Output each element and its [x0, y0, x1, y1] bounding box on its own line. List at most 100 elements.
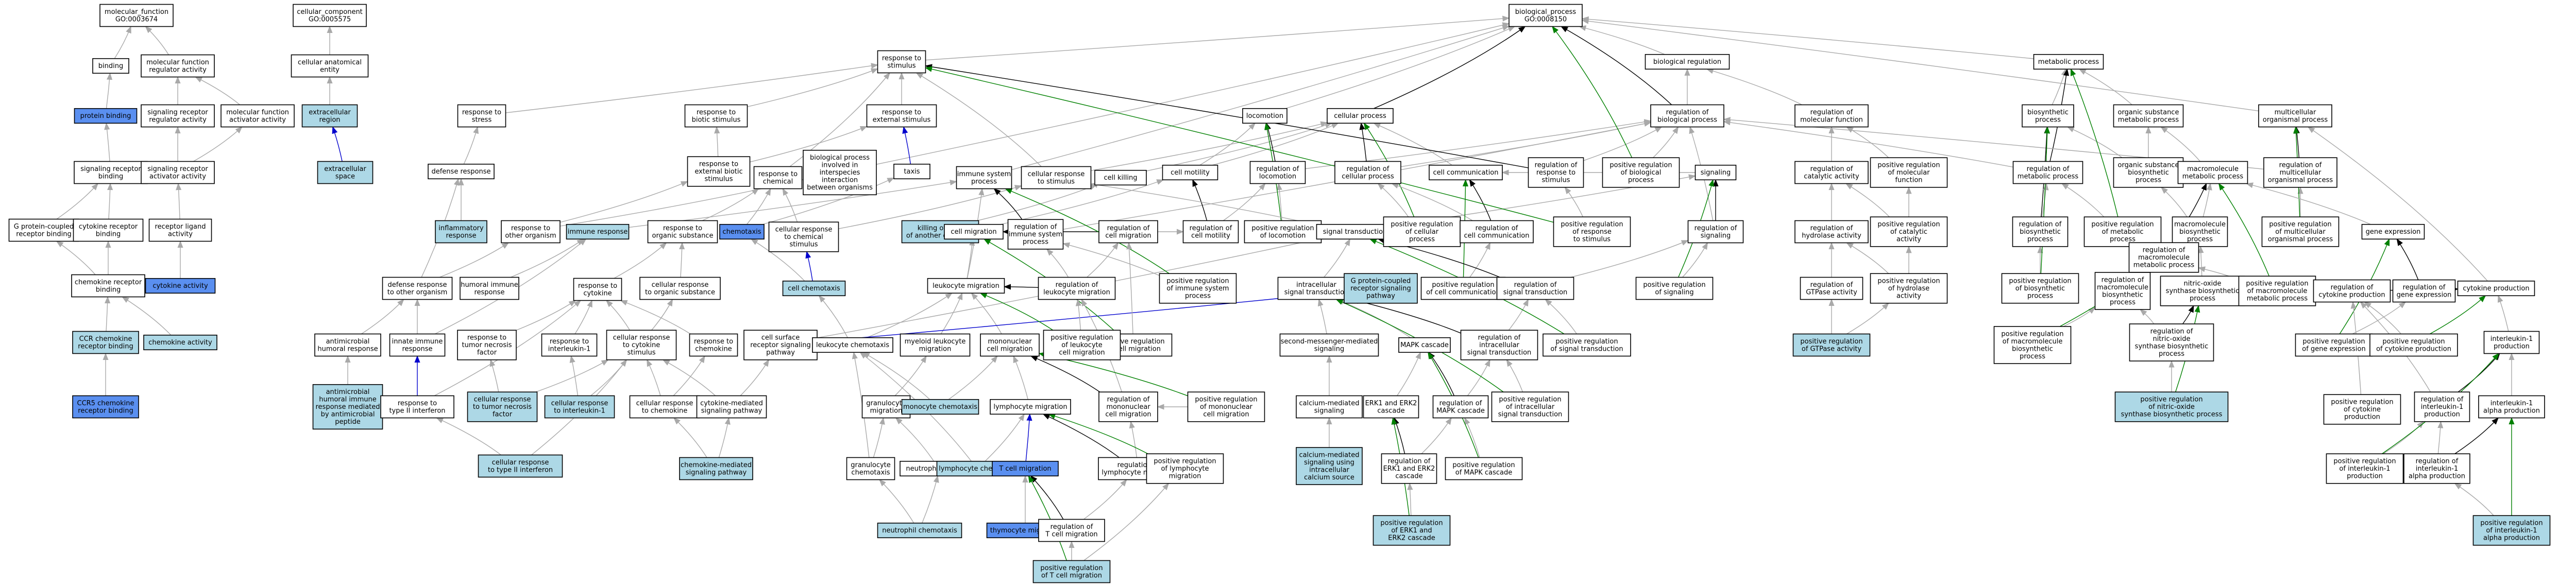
go-term-label: of gene expression [2302, 345, 2365, 353]
go-term-label: binding [98, 173, 123, 180]
go-term-node: chemotaxis [719, 223, 765, 240]
relation-edge [590, 359, 628, 397]
go-term-label: positive regulation [1050, 334, 1113, 342]
go-term-box [1460, 220, 1534, 244]
go-term-label: regulation of [1535, 162, 1578, 169]
go-term-box [74, 108, 138, 124]
go-term-label: response to [462, 109, 501, 116]
relation-edge [916, 72, 1042, 167]
go-term-label: of signaling [1655, 288, 1693, 296]
relation-edge [1428, 352, 1455, 396]
go-term-box [1553, 216, 1631, 247]
go-term-box [1159, 273, 1237, 304]
go-term-node: chemokine activity [143, 334, 217, 351]
go-term-box [1509, 4, 1583, 27]
go-term-box [1316, 223, 1394, 240]
go-term-label: positive regulation [2140, 396, 2202, 404]
go-term-label: metabolic process [2133, 262, 2195, 269]
go-term-box [1296, 395, 1363, 419]
go-term-label: signaling [1314, 407, 1345, 415]
go-term-box [753, 166, 803, 190]
relation-edge [56, 183, 98, 220]
relation-edge [1467, 359, 1490, 396]
go-term-label: process [971, 178, 997, 185]
go-term-label: pathway [1366, 292, 1395, 300]
go-term-label: cellular process [1342, 173, 1394, 180]
go-term-label: metabolic process [2038, 58, 2099, 66]
go-term-box [1491, 391, 1569, 422]
go-term-label: of response [1572, 228, 1612, 236]
go-term-label: of macromolecule [2003, 338, 2063, 346]
go-term-box [2012, 161, 2083, 184]
relation-edge [702, 188, 759, 221]
go-term-label: cell migration [1059, 349, 1105, 357]
relation-edge [979, 292, 1054, 331]
go-term-box [719, 223, 765, 240]
relation-edge [1028, 475, 1067, 561]
go-term-label: factor [477, 349, 497, 357]
go-term-label: regulation of [1107, 225, 1150, 232]
go-term-label: response to [697, 109, 736, 116]
go-term-label: positive regulation [1499, 396, 1561, 404]
go-term-label: signaling receptor [80, 165, 141, 173]
go-term-label: receptor binding [78, 407, 133, 415]
go-term-label: alpha production [2409, 473, 2465, 480]
go-term-box [72, 395, 139, 419]
go-term-label: chemotaxis [722, 228, 761, 236]
go-term-box [1794, 220, 1869, 244]
go-term-label: regulator activity [149, 116, 207, 124]
go-term-label: regulation of [1014, 223, 1057, 231]
go-term-label: positive regulation [2333, 458, 2396, 466]
relation-edge [107, 183, 113, 219]
relation-edge [1030, 475, 1064, 520]
relation-edge [718, 417, 731, 458]
relation-edge [925, 15, 1510, 61]
go-term-label: ERK1 and ERK2 [1383, 465, 1435, 473]
go-term-label: taxis [904, 168, 920, 176]
go-term-box [314, 333, 381, 357]
relation-edge [2497, 295, 2509, 332]
go-term-label: granulocyte [851, 461, 891, 469]
go-term-label: humoral response [317, 345, 378, 353]
relation-edge [985, 414, 1025, 462]
go-term-box [2172, 216, 2228, 247]
go-term-label: granulocyte [866, 400, 906, 407]
go-term-label: of cytokine production [2376, 345, 2451, 353]
go-term-label: response to [699, 161, 738, 168]
go-term-node: neutrophil chemotaxis [877, 522, 962, 539]
go-term-label: biological regulation [1653, 58, 1721, 66]
go-term-node: leukocyte migration [927, 278, 1005, 294]
relation-edge [176, 183, 182, 219]
go-term-box [92, 58, 129, 74]
go-term-box [1327, 108, 1394, 124]
go-term-box [901, 399, 979, 415]
go-term-label: organismal process [2268, 236, 2333, 244]
go-term-label: of metabolic [2102, 228, 2144, 236]
relation-edge [838, 185, 1022, 229]
go-term-box [1383, 216, 1461, 247]
relation-edge [569, 355, 579, 396]
go-term-label: to stimulus [1573, 236, 1611, 244]
relation-edge [1351, 298, 1461, 334]
go-term-label: cellular response [652, 281, 709, 289]
relation-edge [2202, 183, 2212, 217]
go-term-box [1528, 157, 1584, 188]
go-term-label: of cell communication [1426, 288, 1500, 296]
go-term-label: second-messenger-mediated [1281, 338, 1378, 346]
relation-edge [2364, 301, 2401, 334]
go-term-label: synthase biosynthetic [2166, 287, 2240, 295]
go-term-label: biosynthetic [2012, 345, 2053, 353]
